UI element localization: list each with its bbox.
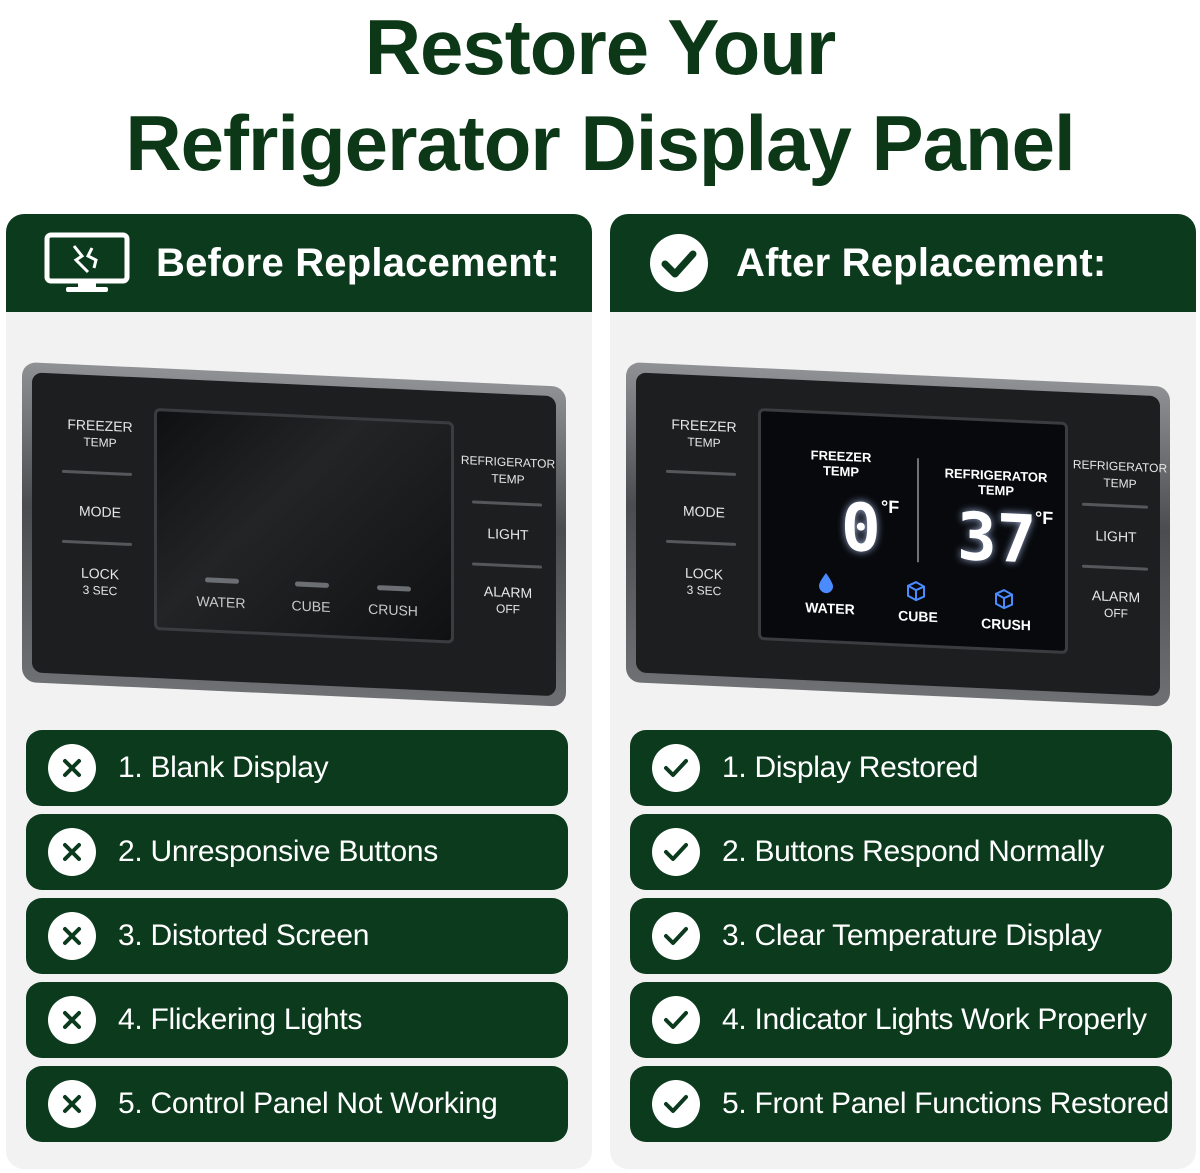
list-item-text: 3. Distorted Screen [118,919,370,952]
fridge-temp-value: 37 [957,498,1037,579]
water-indicator-bar [205,577,239,584]
water-label: WATER [196,592,246,612]
check-icon [652,996,700,1044]
crush-label: CRUSH [368,600,418,619]
divider [472,500,542,507]
x-icon [48,828,96,876]
water-drop-icon [817,572,835,600]
light-button[interactable]: LIGHT [487,525,529,544]
before-heading: Before Replacement: [156,240,560,285]
fridge-unit: °F [1035,507,1054,529]
after-display-panel: FREEZER TEMP MODE LOCK 3 SEC FREEZER TEM… [626,362,1170,707]
x-icon [48,996,96,1044]
list-item: 2. Unresponsive Buttons [26,814,568,890]
divider [62,539,132,546]
crush-label: CRUSH [981,615,1031,634]
cube-indicator-bar [295,581,329,588]
check-circle-icon [648,232,710,294]
broken-monitor-icon [44,232,130,294]
divider [472,562,542,569]
page-title-line-1: Restore Your [364,3,837,91]
alarm-off-button[interactable]: ALARM OFF [1091,587,1141,621]
light-button[interactable]: LIGHT [1095,527,1137,546]
cube-label: CUBE [291,597,331,616]
page-title-line-2: Refrigerator Display Panel [125,99,1075,187]
list-item-text: 1. Blank Display [118,751,329,784]
list-item-text: 2. Buttons Respond Normally [722,835,1105,868]
before-column: Before Replacement: FREEZER TEMP MODE LO… [6,214,592,1169]
before-display-panel: FREEZER TEMP MODE LOCK 3 SEC WATER [22,362,566,707]
refrigerator-temp-button[interactable]: REFRIGERATOR TEMP [1072,457,1168,492]
freezer-temp-value: 0 [841,488,881,568]
lock-button[interactable]: LOCK 3 SEC [684,564,724,599]
water-label: WATER [805,599,855,618]
divider [666,469,736,476]
x-icon [48,744,96,792]
list-item-text: 1. Display Restored [722,751,979,784]
list-item-text: 5. Control Panel Not Working [118,1087,498,1120]
before-problem-list: 1. Blank Display 2. Unresponsive Buttons… [26,730,568,1150]
lock-button[interactable]: LOCK 3 SEC [80,564,120,599]
check-icon [652,1080,700,1128]
x-icon [48,912,96,960]
divider [1082,502,1148,509]
check-icon [652,912,700,960]
mode-button[interactable]: MODE [683,502,725,521]
after-header: After Replacement: [610,214,1196,312]
after-column: After Replacement: FREEZER TEMP MODE LOC… [610,214,1196,1169]
divider [666,539,736,546]
list-item: 3. Clear Temperature Display [630,898,1172,974]
check-icon [652,828,700,876]
list-item: 2. Buttons Respond Normally [630,814,1172,890]
list-item-text: 5. Front Panel Functions Restored [722,1087,1169,1120]
x-icon [48,1080,96,1128]
blank-screen: WATER CUBE CRUSH [154,407,454,644]
freezer-screen-label: FREEZER TEMP [810,447,872,480]
after-benefit-list: 1. Display Restored 2. Buttons Respond N… [630,730,1172,1150]
crush-ice-icon [993,588,1015,616]
list-item-text: 2. Unresponsive Buttons [118,835,438,868]
list-item: 5. Control Panel Not Working [26,1066,568,1142]
before-header: Before Replacement: [6,214,592,312]
freezer-unit: °F [881,496,900,518]
cube-icon [905,580,927,608]
list-item-text: 3. Clear Temperature Display [722,919,1102,952]
cube-label: CUBE [898,607,938,626]
alarm-off-button[interactable]: ALARM OFF [483,582,533,617]
list-item: 1. Display Restored [630,730,1172,806]
divider [1082,564,1148,571]
list-item: 1. Blank Display [26,730,568,806]
fridge-screen-label: REFRIGERATOR TEMP [944,465,1048,499]
list-item-text: 4. Indicator Lights Work Properly [722,1003,1147,1036]
freezer-temp-button[interactable]: FREEZER TEMP [67,416,133,451]
screen-divider [917,458,919,563]
list-item: 4. Indicator Lights Work Properly [630,982,1172,1058]
check-icon [652,744,700,792]
after-heading: After Replacement: [736,240,1107,285]
lit-screen: FREEZER TEMP 0 °F REFRIGERATOR TEMP 37 °… [758,407,1068,655]
list-item: 5. Front Panel Functions Restored [630,1066,1172,1142]
mode-button[interactable]: MODE [79,502,121,521]
divider [62,469,132,476]
list-item: 4. Flickering Lights [26,982,568,1058]
list-item-text: 4. Flickering Lights [118,1003,363,1036]
list-item: 3. Distorted Screen [26,898,568,974]
freezer-temp-button[interactable]: FREEZER TEMP [671,416,737,451]
crush-indicator-bar [377,585,411,592]
refrigerator-temp-button[interactable]: REFRIGERATOR TEMP [460,452,556,487]
